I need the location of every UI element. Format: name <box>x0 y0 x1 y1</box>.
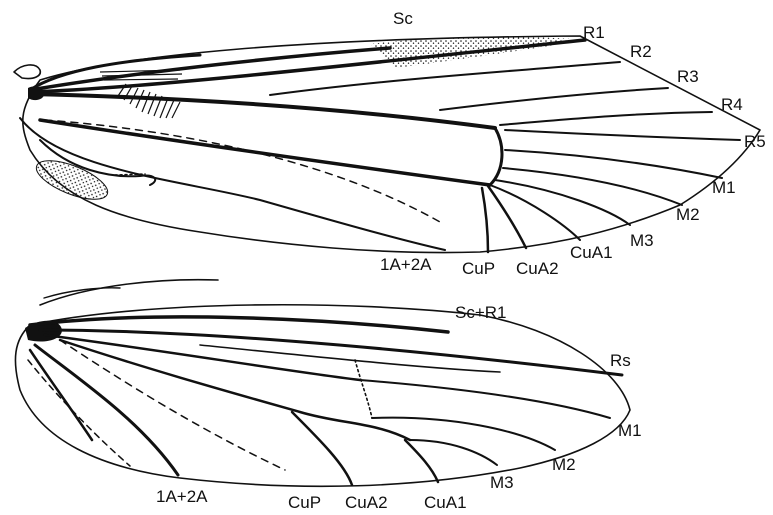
hindwing-cell-end-dotted <box>355 360 372 418</box>
label-hw-m1: M1 <box>618 421 642 440</box>
label-hw-cup: CuP <box>288 493 321 512</box>
label-hw-cua2: CuA2 <box>345 493 388 512</box>
label-scr1: Sc+R1 <box>455 303 507 322</box>
forewing-discal-cell-end <box>490 128 502 185</box>
hindwing-rs-vein <box>40 330 622 375</box>
label-r1: R1 <box>583 23 605 42</box>
forewing-cua2-vein <box>488 186 526 248</box>
forewing-m1-vein <box>505 150 722 178</box>
label-cua2: CuA2 <box>516 259 559 278</box>
label-r3: R3 <box>677 67 699 86</box>
forewing-r4-vein <box>500 112 712 125</box>
label-m2: M2 <box>676 205 700 224</box>
label-hw-1a2a: 1A+2A <box>156 487 208 506</box>
label-r5: R5 <box>744 132 766 151</box>
label-r4: R4 <box>721 95 743 114</box>
label-sc: Sc <box>393 9 413 28</box>
label-r2: R2 <box>630 42 652 61</box>
forewing-humeral-lobe <box>14 65 40 79</box>
hindwing-1a2a-vein <box>35 345 178 475</box>
forewing-radial-stem <box>30 94 495 128</box>
forewing-r1-vein <box>30 40 585 92</box>
forewing-m3-vein <box>495 180 630 225</box>
hindwing-m3-vein <box>410 440 497 465</box>
hindwing-m1-vein <box>360 380 610 418</box>
forewing-r3-vein <box>440 88 668 110</box>
label-m3: M3 <box>630 231 654 250</box>
label-cup: CuP <box>462 259 495 278</box>
hindwing <box>15 280 630 487</box>
forewing <box>14 36 760 253</box>
hindwing-cu-stem <box>60 340 410 440</box>
forewing-anal-dots <box>115 174 145 175</box>
hindwing-cup-dashed <box>60 340 285 470</box>
forewing-r5-vein <box>505 130 740 140</box>
forewing-outline <box>23 36 760 253</box>
forewing-cua1-vein <box>490 185 580 240</box>
label-hw-cua1: CuA1 <box>424 493 467 512</box>
hindwing-cua2-vein <box>292 412 352 485</box>
hindwing-r-branch <box>200 345 500 372</box>
label-hw-m3: M3 <box>490 473 514 492</box>
label-rs: Rs <box>610 351 631 370</box>
forewing-anal-spot <box>32 153 113 207</box>
forewing-cup-vein <box>482 188 488 252</box>
label-1a2a: 1A+2A <box>380 255 432 274</box>
label-cua1: CuA1 <box>570 243 613 262</box>
hindwing-cua1-vein <box>405 440 438 482</box>
hindwing-m2-vein <box>372 418 555 450</box>
label-m1: M1 <box>712 178 736 197</box>
label-hw-m2: M2 <box>552 455 576 474</box>
hindwing-frenulum-2 <box>44 288 120 298</box>
